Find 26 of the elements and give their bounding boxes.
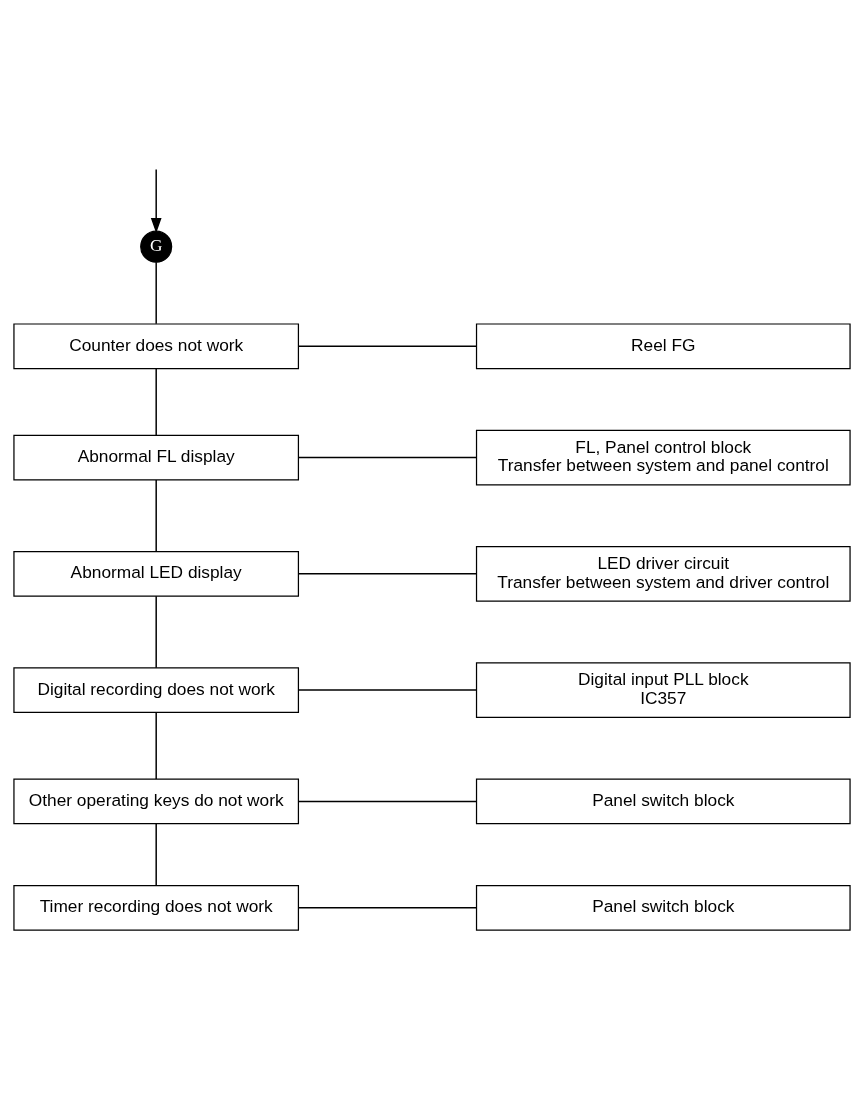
node-box: Panel switch block	[475, 884, 851, 931]
arrow	[150, 168, 162, 233]
connector	[154, 367, 157, 436]
node-box: Abnormal LED display	[12, 550, 299, 597]
connector	[297, 800, 477, 802]
node-box: Other operating keys do not work	[12, 778, 299, 824]
connector	[297, 572, 477, 575]
connector	[154, 711, 157, 780]
node-box: Digital recording does not work	[12, 666, 299, 713]
node-box: LED driver circuit Transfer between system and driver control	[475, 545, 851, 602]
connector	[154, 478, 157, 552]
node-box: Counter does not work	[12, 322, 299, 369]
connector	[297, 906, 477, 909]
node-box: Digital input PLL block IC357	[475, 661, 851, 718]
node-box: FL, Panel control block Transfer between system and panel control	[475, 429, 851, 485]
connector	[297, 456, 477, 458]
connector	[297, 688, 477, 691]
node-box: Abnormal FL display	[12, 434, 299, 480]
connector	[154, 595, 157, 668]
node-box: Panel switch block	[475, 778, 851, 824]
connector	[154, 261, 157, 325]
node-circle: G	[139, 230, 172, 263]
node-box: Timer recording does not work	[12, 884, 299, 931]
node-box: Reel FG	[475, 322, 851, 369]
connector	[154, 822, 157, 886]
connector	[297, 345, 477, 347]
